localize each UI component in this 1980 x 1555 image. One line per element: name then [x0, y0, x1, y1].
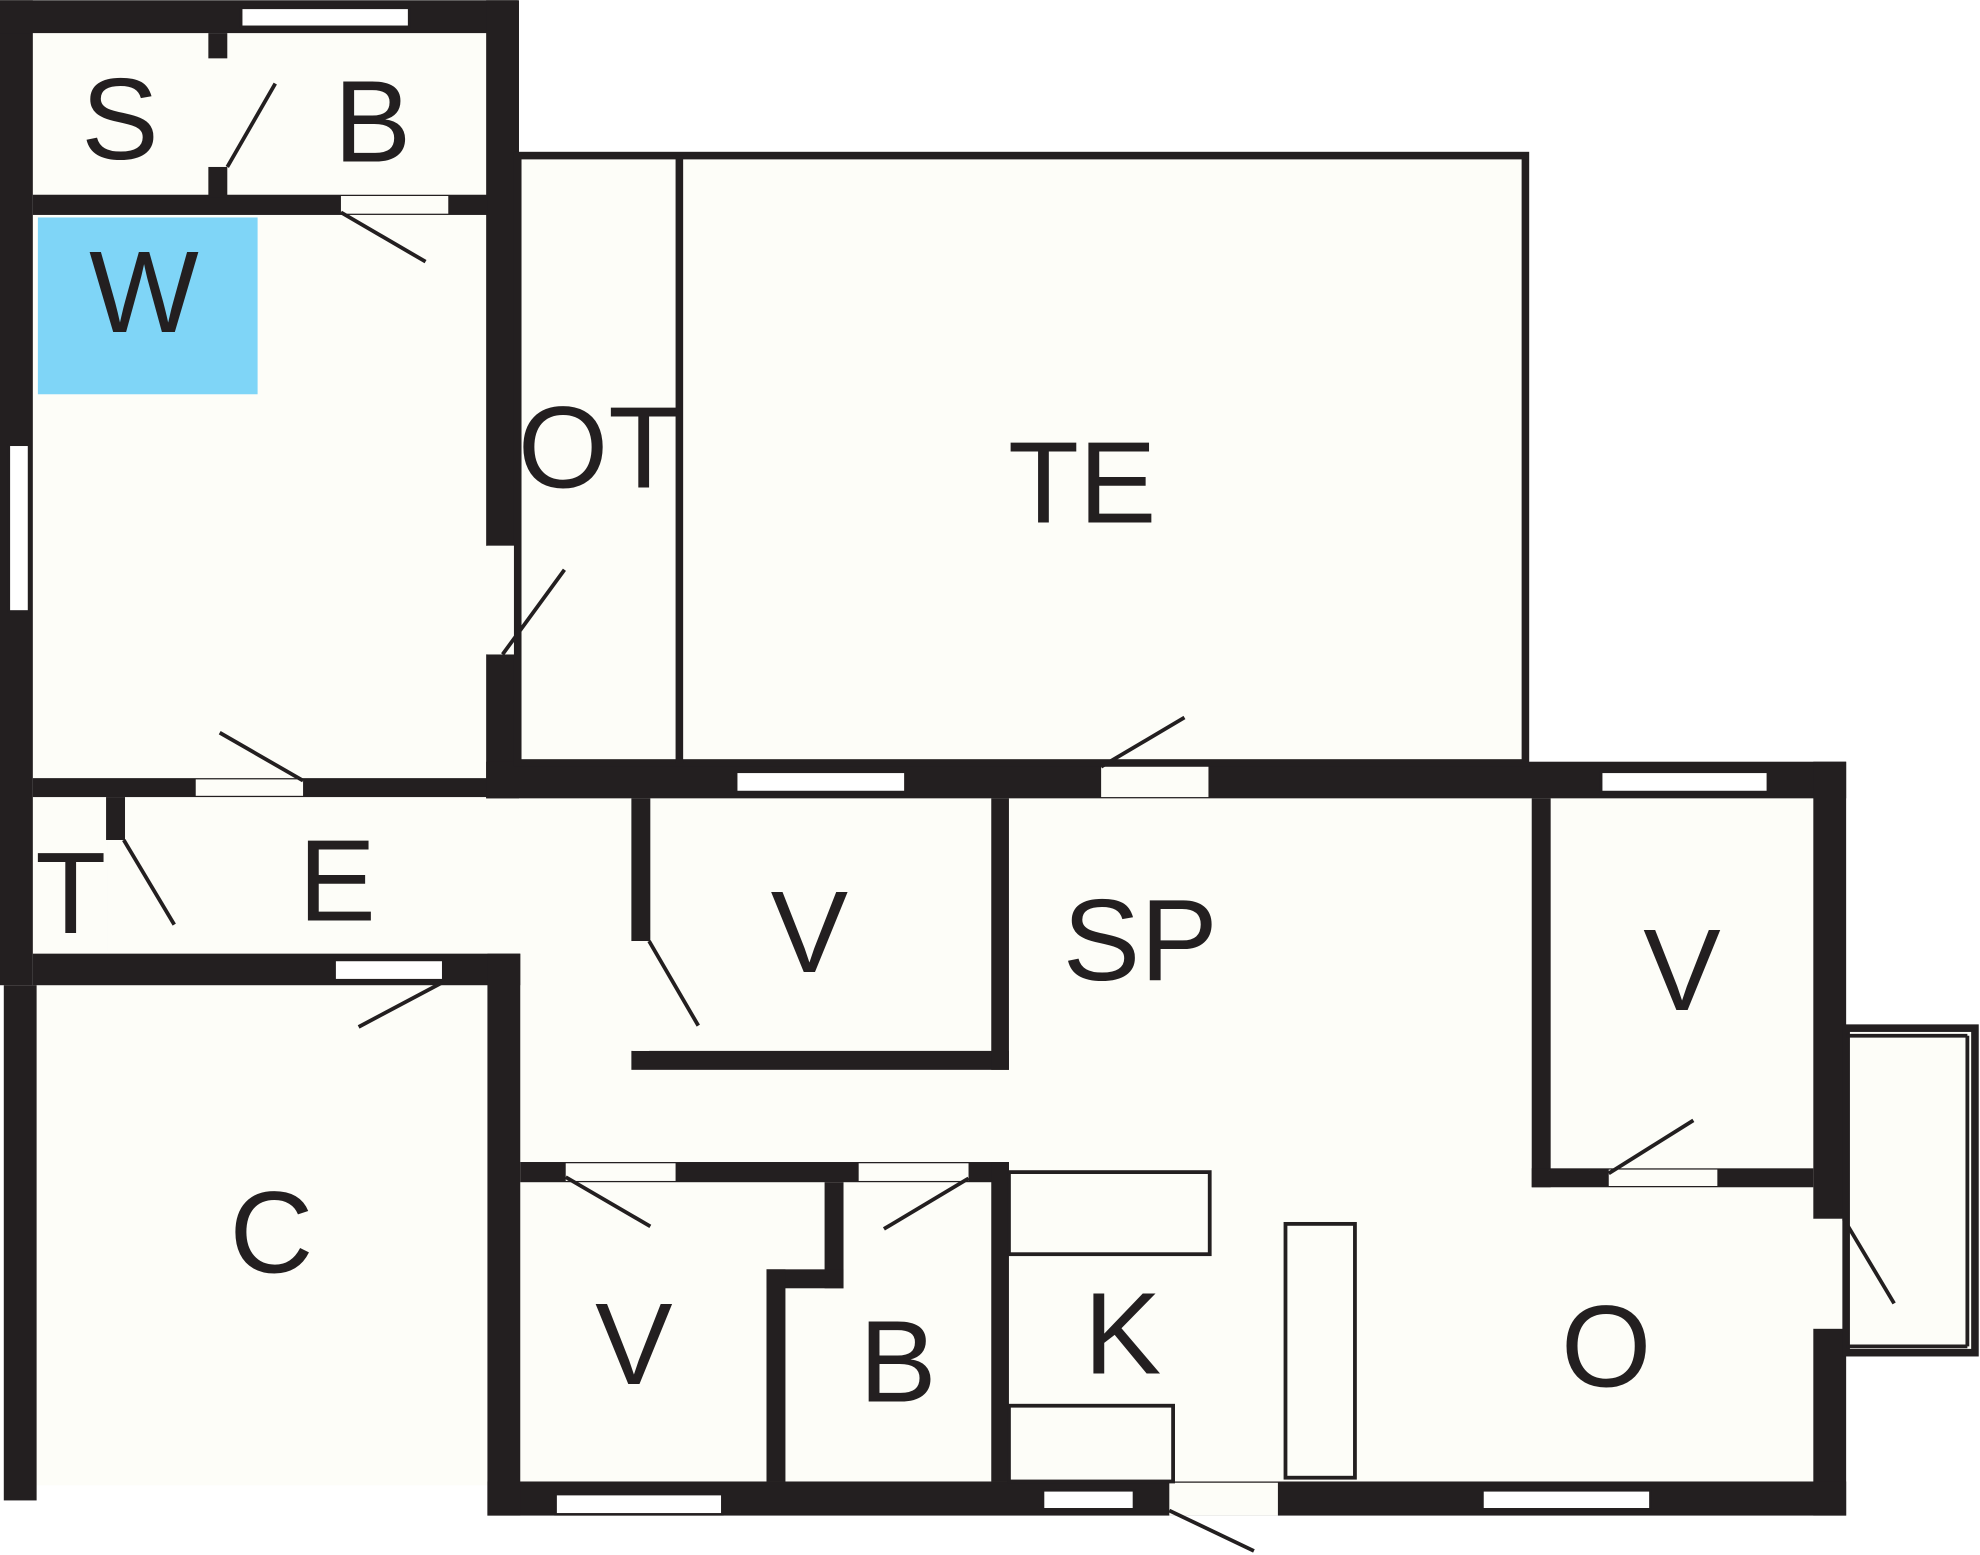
door-swings — [122, 82, 1896, 1553]
room-label-o: O — [1561, 1281, 1651, 1411]
room-labels: S B W OT TE T E V SP V C V B K O — [35, 54, 1720, 1427]
room-label-k: K — [1084, 1269, 1161, 1399]
kitchen-fixtures — [1007, 1170, 1357, 1484]
room-label-ot: OT — [518, 382, 679, 512]
room-label-sp: SP — [1063, 875, 1218, 1005]
thin-walls — [513, 151, 1979, 1357]
w-room-highlight — [37, 217, 258, 395]
room-label-v-right: V — [1643, 905, 1720, 1035]
room-label-e: E — [298, 815, 375, 945]
room-label-s: S — [81, 54, 158, 184]
room-label-t: T — [35, 828, 106, 958]
floors — [32, 33, 1975, 1486]
room-label-w: W — [89, 227, 199, 357]
room-label-te: TE — [1008, 418, 1156, 548]
room-label-b-top: B — [334, 56, 411, 186]
room-label-c: C — [230, 1168, 314, 1298]
room-label-b-bottom: B — [859, 1297, 936, 1427]
door-openings — [107, 196, 1847, 1516]
room-label-v-mid: V — [771, 867, 848, 997]
room-label-v-bottom: V — [595, 1279, 672, 1409]
windows — [7, 6, 1770, 1516]
